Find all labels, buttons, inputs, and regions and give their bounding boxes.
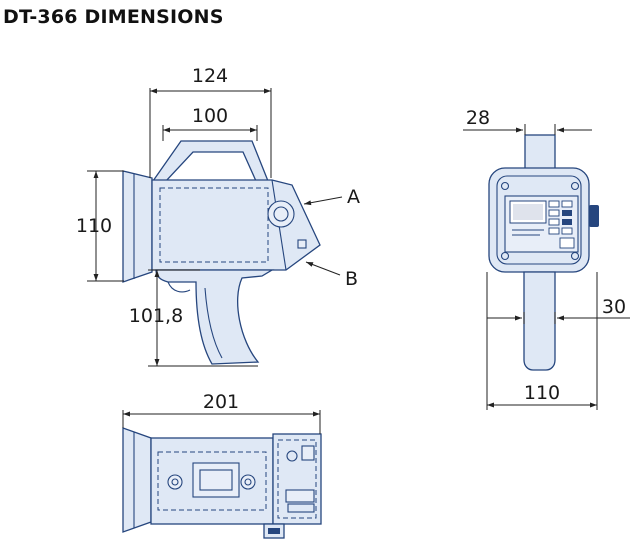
dim-101-8: 101,8 <box>129 305 183 327</box>
side-front-bell <box>122 170 153 283</box>
front-top-handle <box>524 134 556 171</box>
label-a: A <box>347 186 360 208</box>
side-dimensions: 124 100 110 101,8 A B <box>76 65 360 367</box>
front-side-knob <box>589 205 599 227</box>
side-carry-handle <box>151 140 269 182</box>
front-lcd-display <box>509 200 547 224</box>
dim-28: 28 <box>466 107 490 129</box>
side-pistol-grip <box>155 269 275 365</box>
page-title: DT-366 DIMENSIONS <box>3 6 224 28</box>
dim-201: 201 <box>203 391 239 413</box>
dim-124: 124 <box>192 65 228 87</box>
bottom-view <box>122 427 322 539</box>
side-knob-icon <box>267 200 295 228</box>
dim-30: 30 <box>602 296 626 318</box>
side-main-body <box>151 179 321 271</box>
front-dimensions: 28 30 110 <box>463 107 630 410</box>
dim-110-front: 110 <box>524 382 560 404</box>
front-view <box>488 134 599 371</box>
bottom-front-bell <box>122 427 152 533</box>
dim-100: 100 <box>192 105 228 127</box>
side-view <box>122 140 321 365</box>
bottom-dimensions: 201 <box>122 391 321 434</box>
dim-110-side: 110 <box>76 215 112 237</box>
label-b: B <box>345 268 358 290</box>
front-grip <box>523 271 556 371</box>
